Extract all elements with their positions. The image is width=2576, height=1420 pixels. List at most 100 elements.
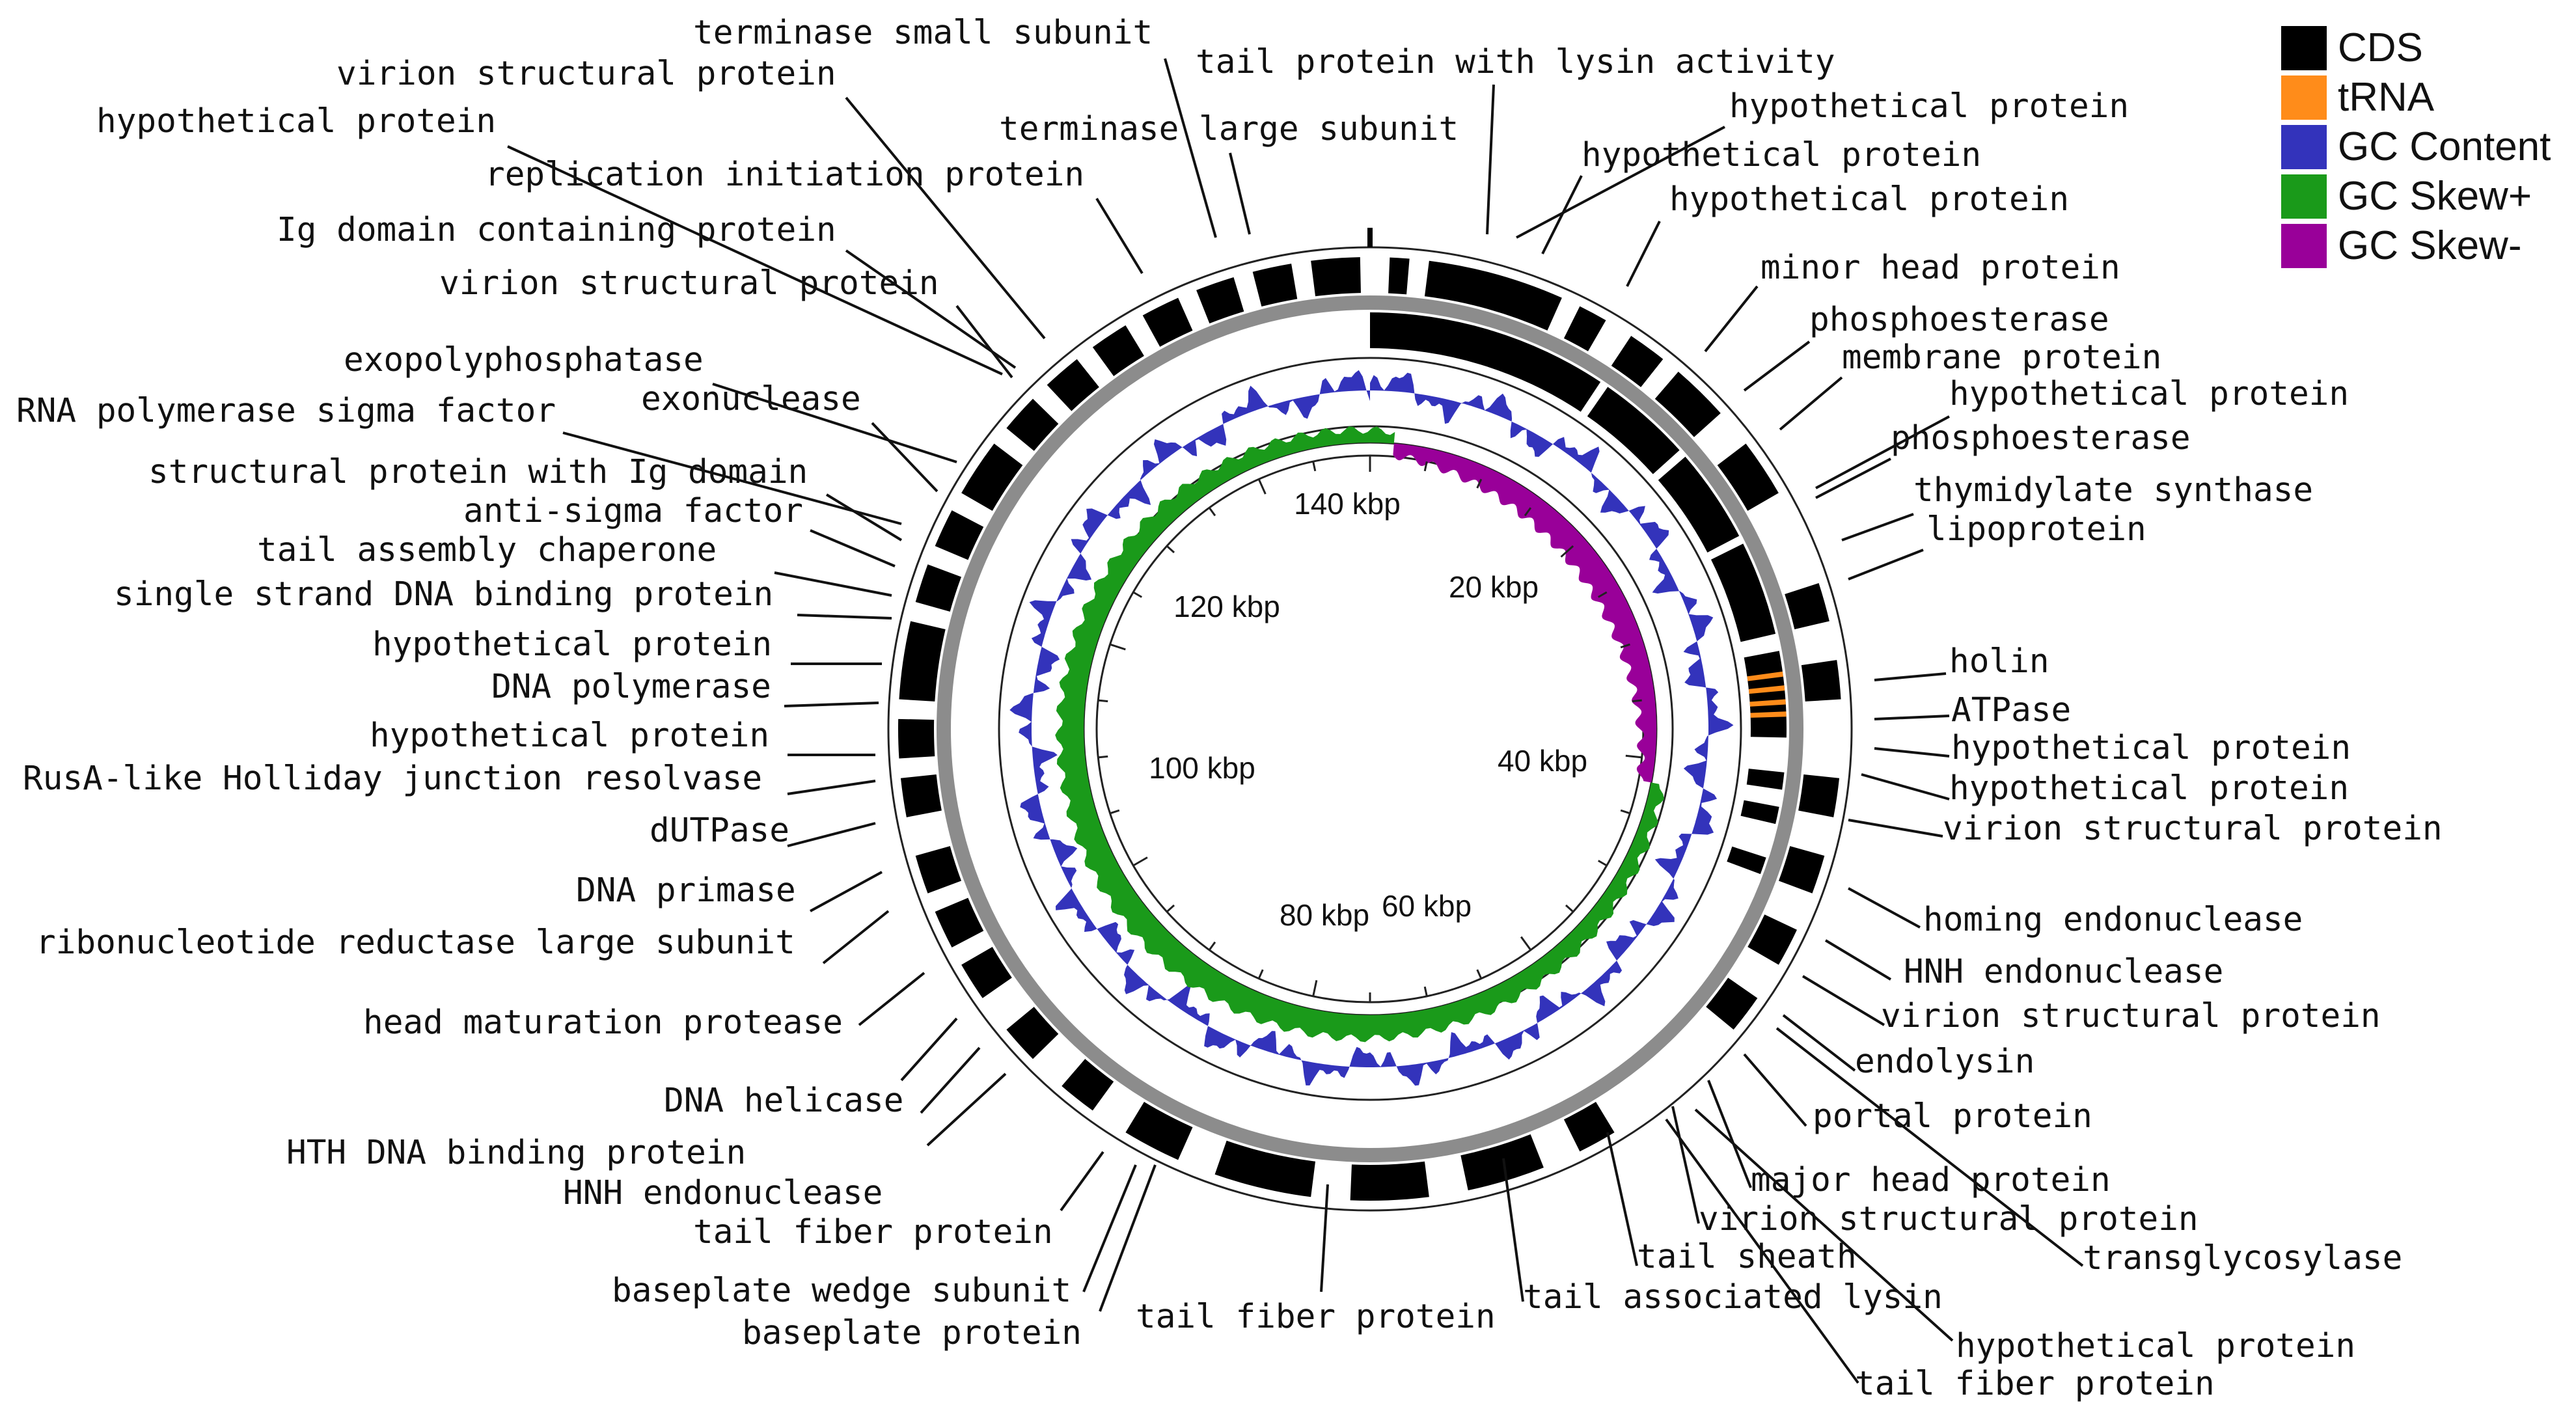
cds-forward-mark xyxy=(1563,1102,1615,1152)
leader-line xyxy=(1320,1184,1329,1292)
cds-forward-mark xyxy=(898,718,935,759)
cds-forward-mark xyxy=(1388,257,1410,295)
scale-tick xyxy=(1560,545,1574,558)
gene-label: replication initiation protein xyxy=(485,156,1084,194)
legend-swatch xyxy=(2281,75,2327,120)
legend-label: GC Skew+ xyxy=(2338,174,2532,219)
scale-tick xyxy=(1257,969,1264,979)
gene-label: baseplate wedge subunit xyxy=(612,1272,1071,1310)
cds-forward-mark xyxy=(1092,325,1144,376)
scale-tick xyxy=(1524,507,1532,517)
cds-forward-mark xyxy=(1611,336,1664,387)
scale-tick xyxy=(1110,809,1120,815)
scale-tick xyxy=(1423,461,1428,472)
leader-line xyxy=(810,871,883,912)
leader-line xyxy=(1694,1108,1954,1342)
scale-tick xyxy=(1132,591,1143,598)
leader-line xyxy=(1874,715,1950,720)
leader-line xyxy=(845,96,1046,340)
gene-label: endolysin xyxy=(1855,1043,2035,1081)
cds-forward-mark xyxy=(1717,443,1779,511)
leader-line xyxy=(787,780,876,795)
gene-label: hypothetical protein xyxy=(372,625,772,664)
leader-line xyxy=(822,910,890,964)
scale-tick xyxy=(1620,809,1630,815)
leader-line xyxy=(926,1072,1007,1147)
trna-mark xyxy=(1747,671,1783,681)
trna-mark xyxy=(1749,699,1786,707)
cds-forward-mark xyxy=(1747,914,1797,965)
gene-label: RusA-like Holliday junction resolvase xyxy=(23,759,762,798)
gene-label: HNH endonuclease xyxy=(563,1174,883,1212)
scale-tick xyxy=(1597,860,1608,867)
scale-tick xyxy=(1312,461,1317,472)
leader-line xyxy=(845,249,1017,369)
cds-forward-mark xyxy=(1252,264,1298,307)
cds-forward-mark xyxy=(935,897,984,948)
leader-line xyxy=(774,571,892,597)
cds-reverse-mark xyxy=(1587,387,1680,474)
gene-label: hypothetical protein xyxy=(1949,375,2349,413)
trna-mark xyxy=(1748,685,1785,694)
cds-forward-mark xyxy=(915,846,962,894)
gene-label: major head protein xyxy=(1751,1161,2111,1199)
leader-line xyxy=(562,431,902,525)
cds-forward-mark xyxy=(935,510,984,560)
gene-label: tail protein with lysin activity xyxy=(1196,43,1835,81)
gene-label: hypothetical protein xyxy=(1951,729,2351,767)
gc-content-profile xyxy=(1009,370,1734,1086)
kbp-label: 60 kbp xyxy=(1382,889,1472,923)
cds-forward-mark xyxy=(915,564,962,612)
leader-line xyxy=(797,614,892,620)
leader-line xyxy=(810,529,896,567)
leader-line xyxy=(1626,221,1661,287)
cds-reverse-mark xyxy=(1370,312,1601,412)
scale-tick xyxy=(1625,754,1642,759)
leader-line xyxy=(1824,939,1892,981)
leader-line xyxy=(1486,84,1495,235)
scale-tick xyxy=(1312,980,1318,997)
leader-line xyxy=(920,1046,981,1114)
scale-tick xyxy=(1166,904,1175,913)
leader-line xyxy=(1874,672,1947,681)
leader-line xyxy=(1743,1053,1807,1127)
leader-line xyxy=(1874,747,1950,758)
scale-tick xyxy=(1208,941,1216,951)
leader-line xyxy=(1704,285,1759,353)
scale-tick xyxy=(1166,545,1175,554)
gene-label: hypothetical protein xyxy=(96,102,496,141)
scale-tick xyxy=(1476,969,1483,979)
scale-tick xyxy=(1565,904,1574,913)
scale-tick xyxy=(1257,478,1267,495)
leader-line xyxy=(1082,1164,1137,1292)
leader-line xyxy=(1802,975,1885,1026)
legend-label: GC Content xyxy=(2338,124,2551,169)
gene-label: virion structural protein xyxy=(439,264,939,303)
legend-swatch xyxy=(2281,125,2327,169)
cds-forward-mark xyxy=(1311,257,1361,297)
gene-label: HNH endonuclease xyxy=(1904,953,2223,991)
gene-label: single strand DNA binding protein xyxy=(114,575,773,614)
gene-label: DNA helicase xyxy=(664,1082,903,1120)
gene-label: homing endonuclease xyxy=(1923,901,2303,939)
scale-tick xyxy=(1208,507,1216,517)
cds-forward-mark xyxy=(1654,372,1721,437)
kbp-label: 100 kbp xyxy=(1149,751,1255,785)
leader-line xyxy=(784,702,879,707)
gene-label: tail associated lysin xyxy=(1523,1278,1943,1317)
leader-line xyxy=(1229,152,1251,235)
leader-line xyxy=(871,422,939,493)
leader-line xyxy=(955,305,1013,379)
cds-forward-mark xyxy=(1350,1161,1429,1201)
scale-tick xyxy=(1423,986,1428,997)
gene-label: lipoprotein xyxy=(1926,510,2146,549)
cds-forward-mark xyxy=(899,621,946,702)
cds-forward-mark xyxy=(1801,660,1841,702)
scale-tick xyxy=(1098,699,1108,703)
cds-reverse-mark xyxy=(1710,543,1776,642)
gene-label: head maturation protease xyxy=(363,1004,843,1042)
leader-line xyxy=(1665,1118,1859,1384)
